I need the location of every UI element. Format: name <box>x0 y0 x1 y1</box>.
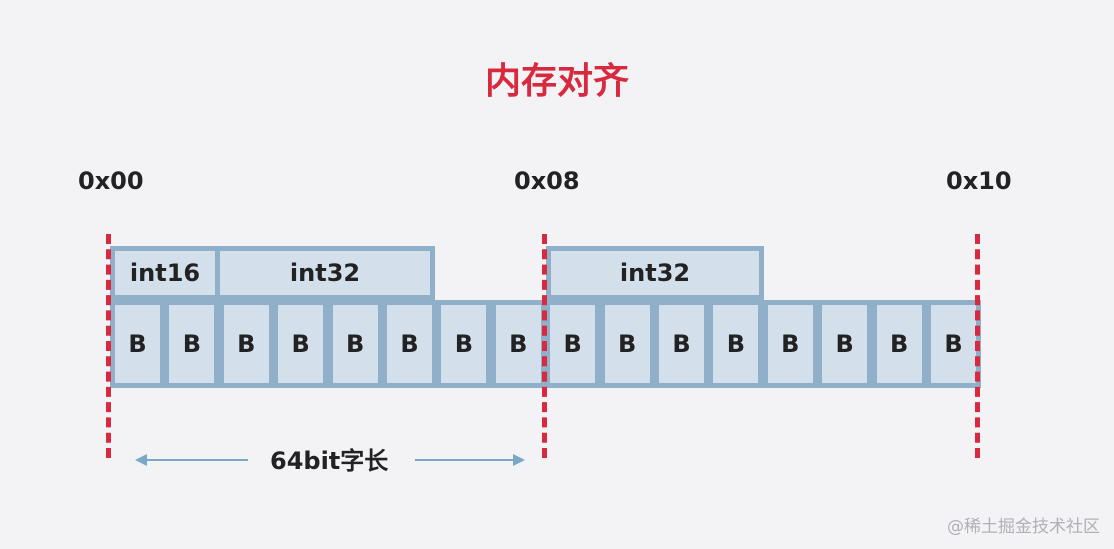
boundary-line-0x08 <box>542 234 547 458</box>
arrow-right-head <box>513 454 525 466</box>
byte-cell: B <box>218 300 274 388</box>
watermark: @稀土掘金技术社区 <box>947 517 1100 537</box>
byte-cell: B <box>871 300 927 388</box>
field-int32-second: int32 <box>546 246 764 300</box>
boundary-line-0x00 <box>106 234 111 458</box>
byte-cell: B <box>110 300 165 388</box>
byte-cell: B <box>436 300 492 388</box>
byte-cell: B <box>273 300 329 388</box>
byte-cell: B <box>545 300 601 388</box>
word-length-label: 64bit字长 <box>270 447 389 475</box>
byte-cell: B <box>926 300 981 388</box>
byte-cell: B <box>817 300 873 388</box>
byte-cell: B <box>654 300 709 388</box>
address-label-0x08: 0x08 <box>514 167 580 195</box>
field-int16: int16 <box>110 246 220 300</box>
boundary-line-0x10 <box>975 234 980 458</box>
diagram-title: 内存对齐 <box>484 61 629 102</box>
byte-cell: B <box>762 300 818 388</box>
address-label-0x00: 0x00 <box>78 167 144 195</box>
arrow-left-head <box>135 454 147 466</box>
field-int32-first: int32 <box>215 246 435 300</box>
byte-cell: B <box>490 300 546 388</box>
byte-cell: B <box>164 300 220 388</box>
address-label-0x10: 0x10 <box>946 167 1012 195</box>
arrow-right-line <box>415 459 515 461</box>
byte-cell: B <box>708 300 764 388</box>
arrow-left-line <box>146 459 248 461</box>
byte-cell: B <box>599 300 655 388</box>
byte-cell: B <box>382 300 437 388</box>
byte-cell: B <box>327 300 383 388</box>
